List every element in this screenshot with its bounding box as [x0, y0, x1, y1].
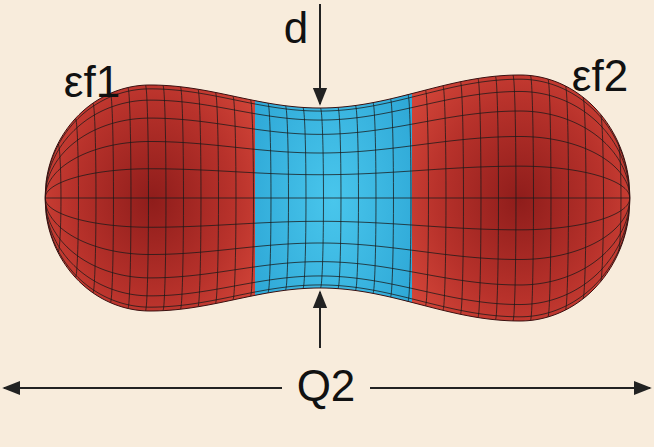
- grid-line: [618, 142, 621, 254]
- grid-line: [583, 97, 586, 299]
- dimension-arrow: [370, 387, 650, 389]
- grid-line: [146, 85, 149, 311]
- grid-line: [496, 76, 499, 320]
- grid-line: [93, 103, 96, 293]
- grid-line: [548, 79, 551, 317]
- symbol-label: d: [284, 4, 308, 52]
- grid-line: [566, 86, 569, 310]
- grid-line: [163, 85, 166, 310]
- grid-line: [216, 92, 219, 303]
- grid-line: [45, 198, 630, 199]
- symbol-label: Q2: [297, 362, 356, 410]
- grid-line: [45, 166, 630, 198]
- grid-line: [45, 198, 630, 259]
- grid-line: [513, 75, 516, 321]
- nucleus-outline: [45, 75, 630, 321]
- grid-line: [391, 99, 394, 297]
- grid-line: [111, 93, 114, 302]
- grid-line: [233, 96, 236, 300]
- grid-line: [45, 198, 630, 230]
- grid-line: [461, 82, 464, 315]
- grid-line: [45, 198, 630, 285]
- grid-line: [303, 107, 306, 288]
- grid-line: [251, 100, 254, 297]
- grid-line: [181, 87, 184, 309]
- symbol-label: εf2: [572, 52, 628, 100]
- grid-line: [76, 118, 79, 277]
- grid-line: [321, 108, 324, 288]
- grid-line: [45, 79, 630, 198]
- grid-line: [356, 106, 359, 291]
- grid-line: [58, 144, 61, 253]
- dimension-arrow: [319, 292, 321, 348]
- grid-line: [45, 137, 630, 198]
- grid-line: [478, 78, 481, 317]
- grid-line: [45, 198, 630, 317]
- dimension-arrow: [4, 387, 282, 389]
- grid-line: [286, 106, 289, 291]
- dimension-arrow: [319, 4, 321, 104]
- grid-line: [373, 103, 376, 294]
- grid-line: [426, 90, 429, 306]
- grid-line: [443, 86, 446, 311]
- grid-line: [338, 107, 341, 288]
- grid-line: [531, 76, 534, 321]
- grid-line: [268, 103, 271, 293]
- grid-line: [601, 114, 604, 282]
- neck-region: [255, 60, 412, 340]
- grid-line: [408, 95, 411, 302]
- grid-line: [128, 88, 131, 309]
- grid-line: [45, 111, 630, 198]
- symbol-label: εf1: [64, 58, 120, 106]
- grid-line: [198, 89, 201, 307]
